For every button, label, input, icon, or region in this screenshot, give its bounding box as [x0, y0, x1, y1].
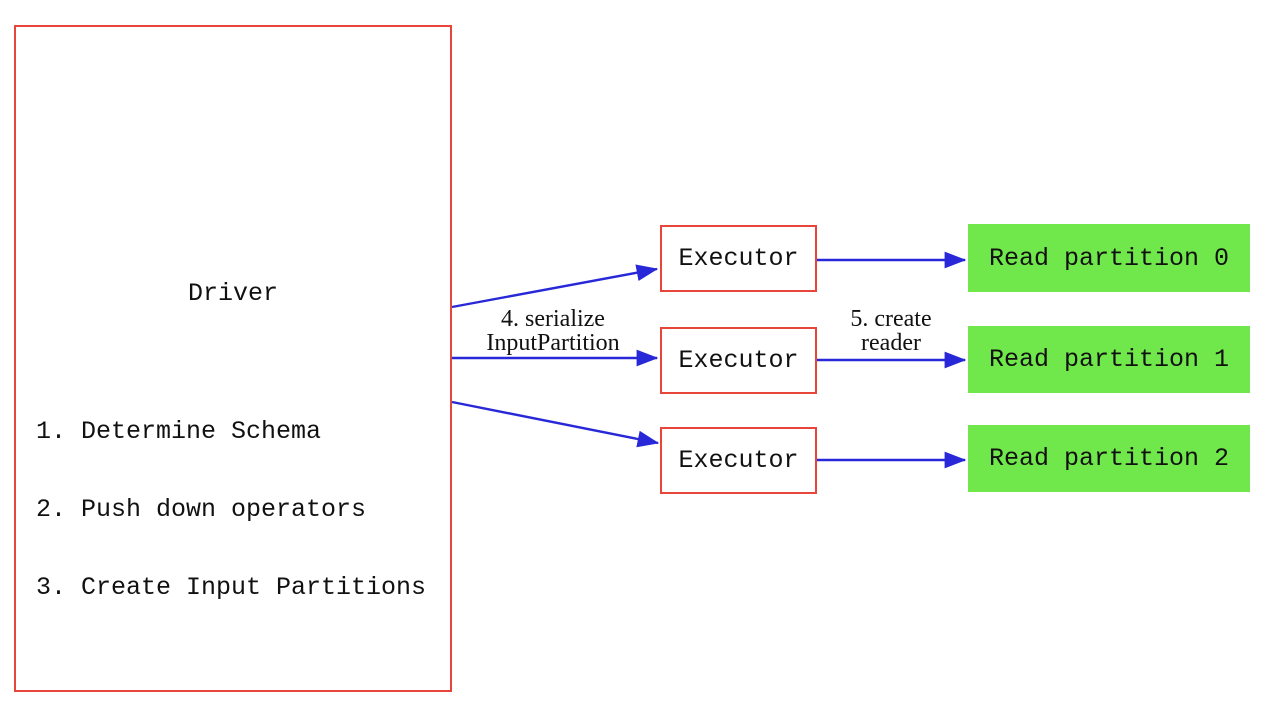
read-partition-label: Read partition 1	[988, 345, 1230, 374]
executor-box-2: Executor	[660, 427, 817, 494]
read-partition-box-2: Read partition 2	[968, 425, 1250, 492]
driver-box: Driver 1. Determine Schema 2. Push down …	[14, 25, 452, 692]
driver-steps: 1. Determine Schema 2. Push down operato…	[36, 367, 426, 653]
read-partition-label: Read partition 0	[988, 243, 1230, 273]
driver-title: Driver	[187, 279, 278, 308]
executor-box-0: Executor	[660, 225, 817, 292]
read-partition-box-0: Read partition 0	[968, 224, 1250, 292]
arrow-driver-to-executor-0	[451, 264, 659, 309]
driver-step: 3. Create Input Partitions	[36, 573, 427, 602]
edge-label-serialize-inputpartition: 4. serialize InputPartition	[486, 306, 620, 356]
driver-step: 2. Push down operators	[36, 495, 367, 524]
edge-label-create-reader: 5. create reader	[850, 306, 932, 356]
executor-label: Executor	[678, 244, 799, 273]
arrow-driver-to-executor-2	[451, 400, 660, 448]
executor-box-1: Executor	[660, 327, 817, 394]
driver-step: 1. Determine Schema	[36, 417, 322, 446]
executor-label: Executor	[678, 346, 799, 375]
read-partition-box-1: Read partition 1	[968, 326, 1250, 393]
read-partition-label: Read partition 2	[988, 444, 1230, 473]
executor-label: Executor	[678, 446, 799, 475]
